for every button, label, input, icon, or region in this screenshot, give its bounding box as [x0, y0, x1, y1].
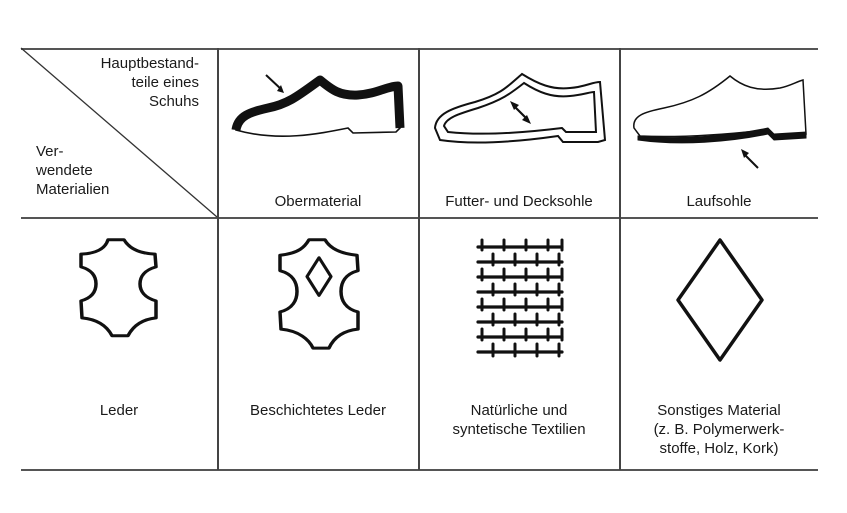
shoe-lining-icon	[433, 72, 607, 144]
column-divider-1	[217, 48, 219, 470]
diamond-icon	[676, 238, 764, 362]
shoe-part-label-outsole: Laufsohle	[686, 193, 752, 210]
table-bottom-rule	[21, 469, 818, 471]
shoe-outsole-icon	[633, 75, 807, 169]
table-top-rule	[21, 48, 818, 50]
material-label-textiles: Natürliche und syntetische Textilien	[452, 402, 586, 438]
material-label-leather: Leder	[99, 402, 139, 419]
leather-hide-icon	[79, 238, 158, 338]
coated-leather-icon	[278, 238, 360, 350]
column-divider-2	[418, 48, 420, 470]
material-label-coated-leather: Beschichtetes Leder	[250, 402, 386, 419]
shoe-part-label-lining: Futter- und Decksohle	[445, 193, 593, 210]
header-materials-label: Ver- wendete Materialien	[36, 143, 110, 198]
shoe-part-label-upper: Obermaterial	[274, 193, 362, 210]
table-middle-rule	[21, 217, 818, 219]
shoe-upper-icon	[231, 74, 405, 138]
textile-weave-icon	[476, 238, 564, 358]
column-divider-3	[619, 48, 621, 470]
material-label-other: Sonstiges Material (z. B. Polymerwerk- s…	[653, 402, 785, 457]
header-parts-label: Hauptbestand- teile eines Schuhs	[100, 55, 199, 110]
